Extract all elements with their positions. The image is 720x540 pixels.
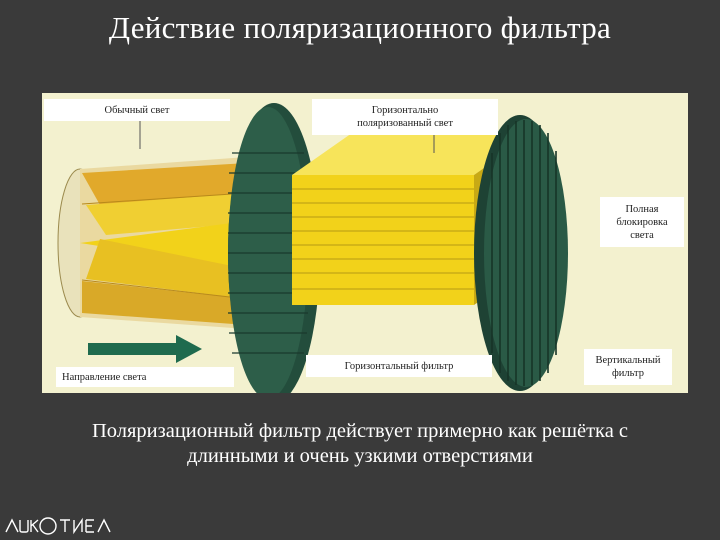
- polarization-diagram: [42, 93, 688, 393]
- label-full-blocking-line2: блокировка: [616, 216, 667, 229]
- label-vertical-filter-line2: фильтр: [612, 367, 644, 380]
- right-arrow-icon: [88, 335, 202, 363]
- unpolarized-light-bundle: [58, 157, 247, 329]
- slide-caption: Поляризационный фильтр действует примерн…: [0, 419, 720, 469]
- slide-title: Действие поляризационного фильтра: [0, 10, 720, 46]
- caption-line-2: длинными и очень узкими отверстиями: [0, 444, 720, 469]
- label-vertical-filter-line1: Вертикальный: [596, 354, 661, 367]
- label-horizontal-polarized-line1: Горизонтально: [372, 104, 439, 117]
- label-horizontal-filter: Горизонтальный фильтр: [306, 355, 492, 377]
- label-light-direction: Направление света: [56, 367, 234, 387]
- label-vertical-filter: Вертикальный фильтр: [584, 349, 672, 385]
- label-full-blocking-line1: Полная: [625, 203, 658, 216]
- label-ordinary-light: Обычный свет: [44, 99, 230, 121]
- label-ordinary-light-text: Обычный свет: [105, 104, 170, 117]
- caption-line-1: Поляризационный фильтр действует примерн…: [0, 419, 720, 444]
- vertical-filter-disk: [474, 115, 568, 391]
- logo-icon: [4, 516, 116, 536]
- label-horizontal-filter-text: Горизонтальный фильтр: [345, 360, 454, 373]
- label-full-blocking-line3: света: [630, 229, 654, 242]
- label-full-blocking: Полная блокировка света: [600, 197, 684, 247]
- label-horizontal-polarized-light: Горизонтально поляризованный свет: [312, 99, 498, 135]
- label-horizontal-polarized-line2: поляризованный свет: [357, 117, 453, 130]
- label-light-direction-text: Направление света: [62, 371, 146, 384]
- polarization-figure: Обычный свет Горизонтально поляризованны…: [42, 93, 688, 393]
